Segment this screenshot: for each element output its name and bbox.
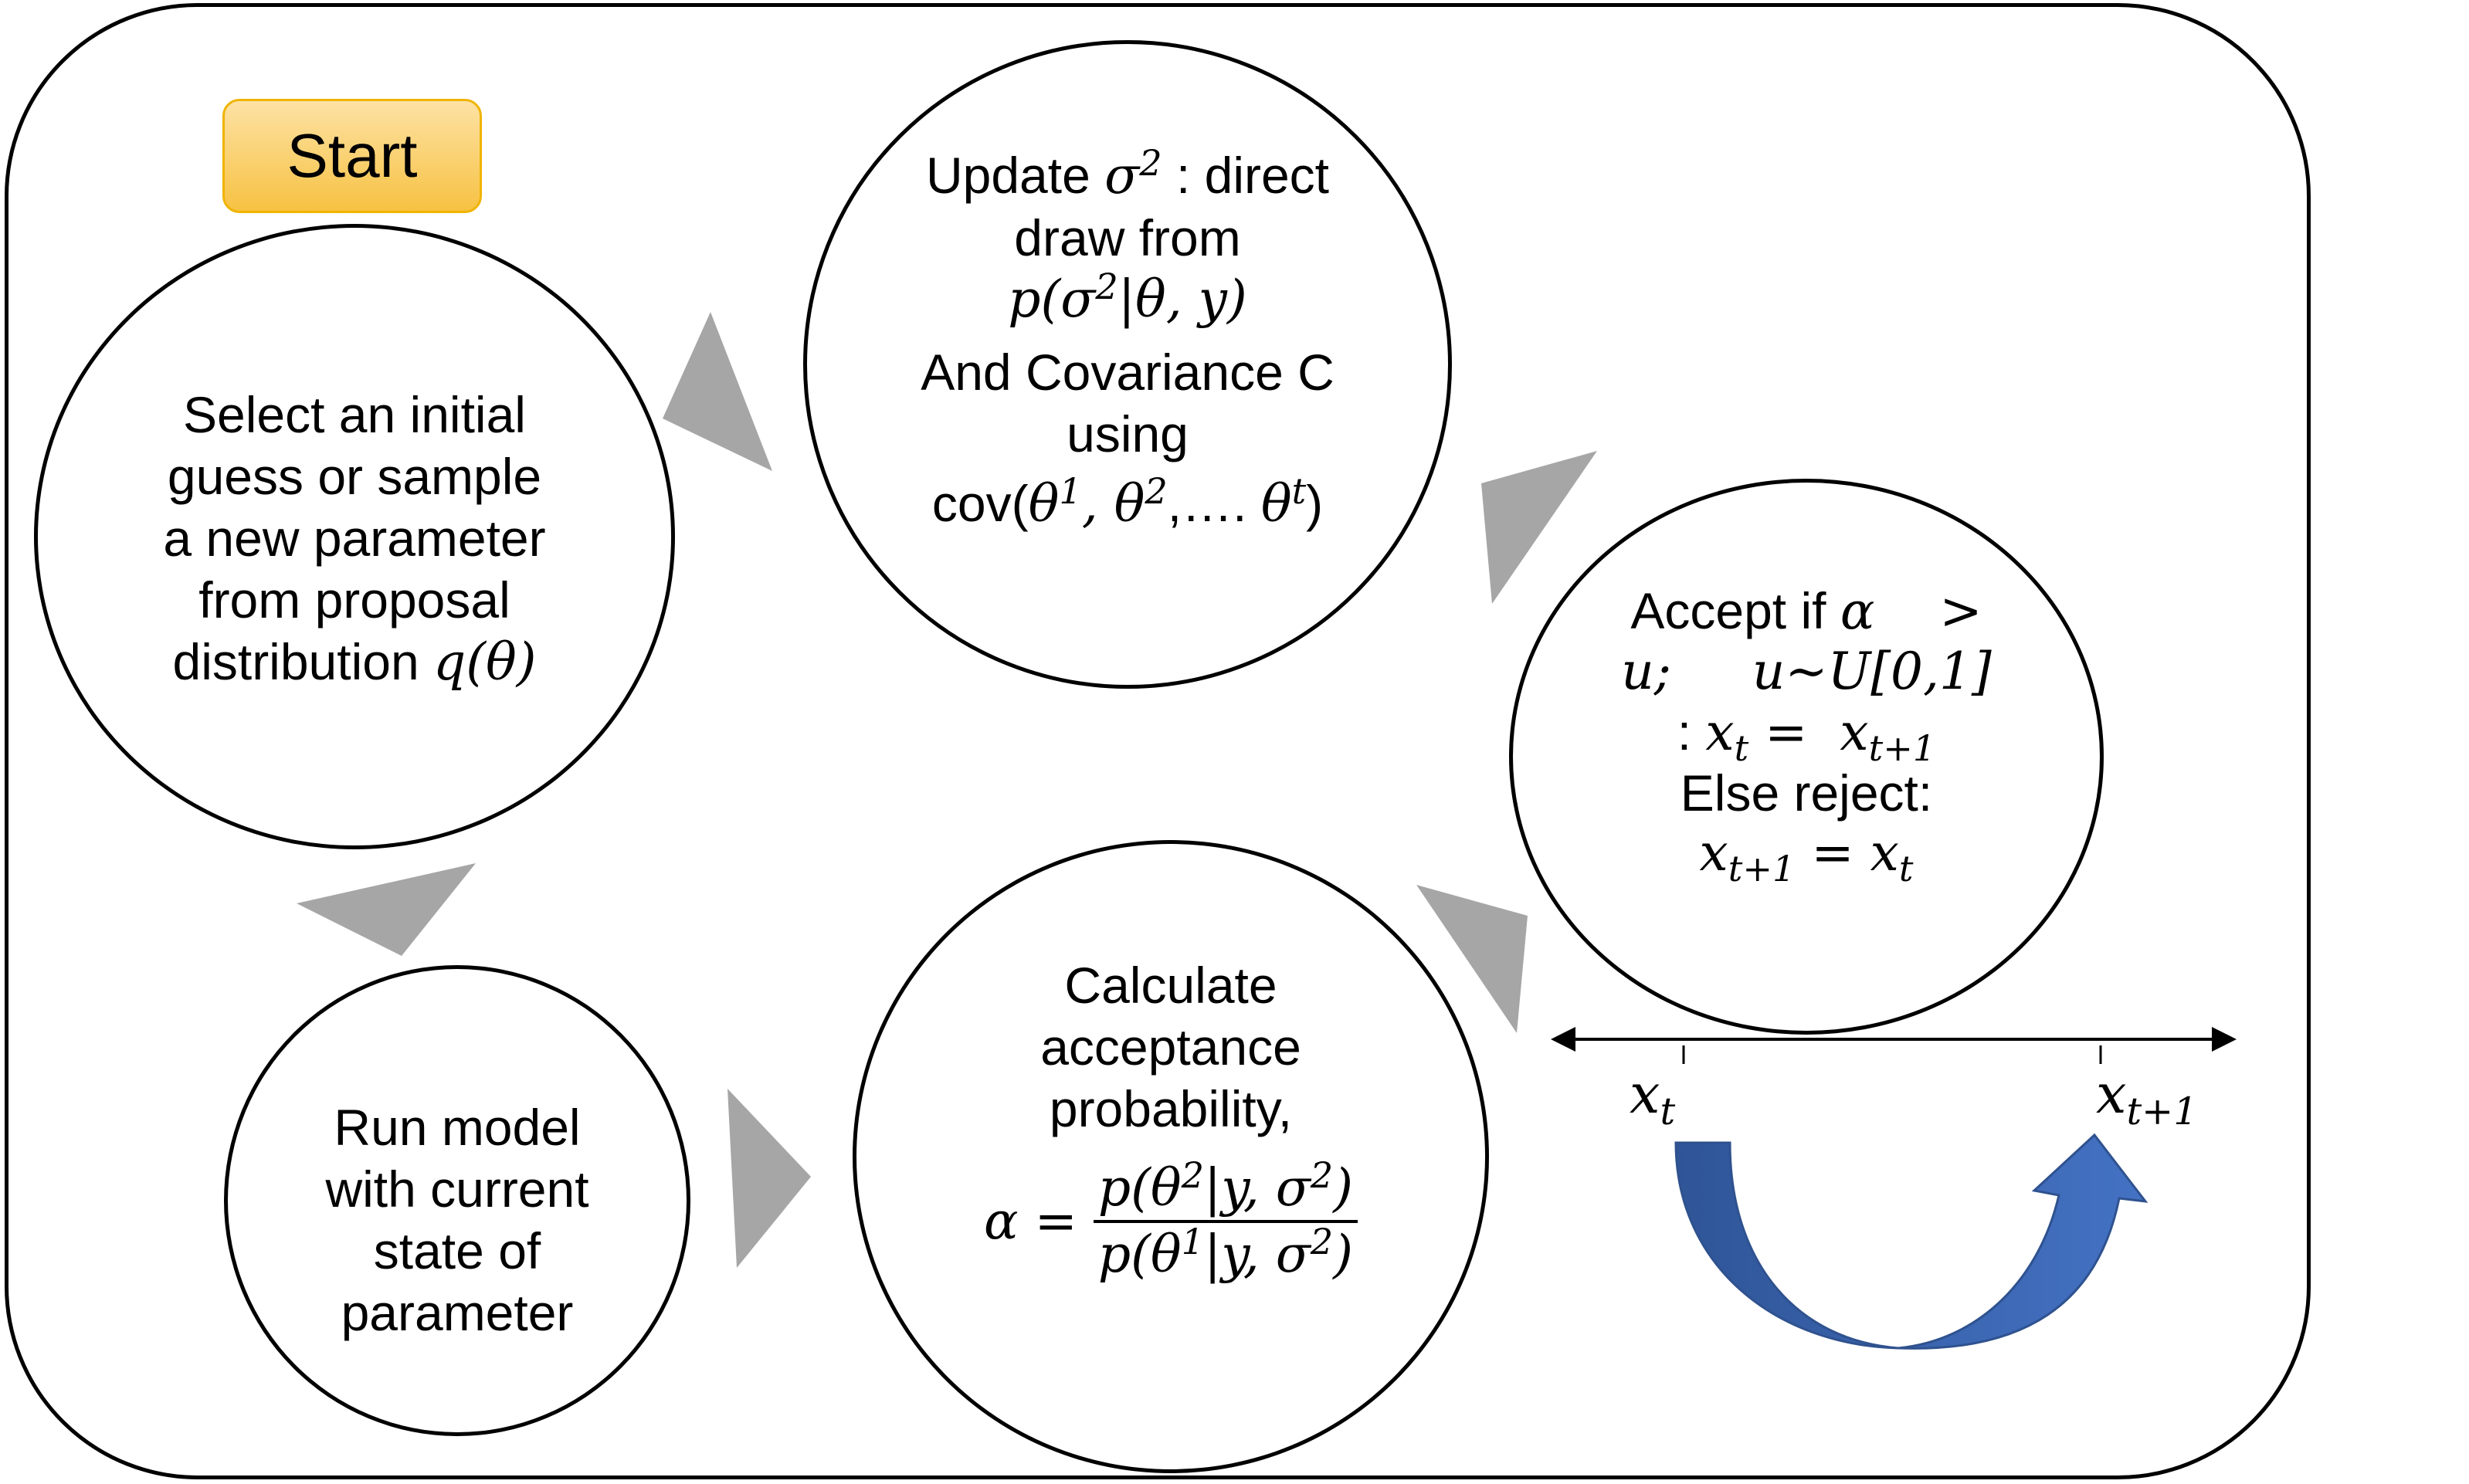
select-line-5: distribution q(θ) <box>34 631 675 693</box>
select-line-3: a new parameter <box>163 510 546 567</box>
fraction-denominator: p(θ1|y, σ2) <box>1097 1221 1353 1284</box>
calc-line-2: acceptance <box>1040 1018 1301 1076</box>
jump-arrow-icon <box>1674 1133 2149 1350</box>
accept-line-1: Accept if α > <box>1630 581 1982 641</box>
state-axis <box>1551 1027 2237 1064</box>
update-sigma-text: Update σ2 : direct draw from p(σ2|θ, y) … <box>803 144 1452 535</box>
x-t-label: xt <box>1630 1062 1676 1133</box>
run-line-4: parameter <box>341 1284 574 1341</box>
update-line-1-tail: : direct <box>1175 147 1330 204</box>
run-line-1: Run model <box>334 1099 581 1156</box>
update-sigma-circle <box>803 40 1452 689</box>
update-line-2: draw from <box>1014 209 1241 266</box>
calc-line-1: Calculate <box>1064 957 1277 1014</box>
select-line-5-text: distribution <box>172 633 419 690</box>
covariance-expression: cov(θ1, θ2,…. θt) <box>931 470 1324 534</box>
acceptance-fraction: p(θ2|y, σ2) p(θ1|y, σ2) <box>1093 1157 1358 1284</box>
fraction-numerator: p(θ2|y, σ2) <box>1093 1157 1358 1223</box>
accept-reject-circle <box>1509 479 2104 1035</box>
conditional-posterior-math: p(σ2|θ, y) <box>1008 266 1247 329</box>
calculate-acceptance-text: Calculate acceptance probability, α = p(… <box>853 954 1489 1283</box>
calc-line-3: probability, <box>1049 1080 1293 1137</box>
accept-line-3: : xt = xt+1 <box>1677 703 1936 770</box>
x-t-plus-1-label: xt+1 <box>2096 1062 2198 1133</box>
run-model-circle <box>224 965 690 1436</box>
arrowhead-run-to-select <box>297 863 476 956</box>
outer-frame <box>5 3 2311 1479</box>
start-label: Start <box>222 99 482 213</box>
update-line-4: And Covariance C <box>921 344 1335 401</box>
select-initial-guess-text: Select an initial guess or sample a new … <box>34 384 675 693</box>
sigma-squared-math: σ2 <box>1104 142 1162 205</box>
update-line-1-text: Update <box>925 147 1090 204</box>
acceptance-formula: α = p(θ2|y, σ2) p(θ1|y, σ2) <box>853 1157 1489 1284</box>
accept-reject-text: Accept if α > u; u~U[0,1] : xt = xt+1 El… <box>1509 581 2104 890</box>
select-line-1: Select an initial <box>183 386 526 443</box>
arrowhead-update-to-accept <box>1481 451 1597 604</box>
run-model-text: Run model with current state of paramete… <box>224 1096 690 1343</box>
run-line-2: with current <box>325 1160 589 1218</box>
update-line-5: using <box>1067 405 1189 462</box>
select-line-2: guess or sample <box>167 448 542 505</box>
accept-line-2: u; u~U[0,1] <box>1621 642 1992 701</box>
arrowhead-select-to-update <box>663 312 772 471</box>
select-line-4: from proposal <box>198 571 510 628</box>
update-line-1: Update σ2 : direct <box>803 144 1452 207</box>
run-line-3: state of <box>373 1222 541 1279</box>
alpha-equals: α = <box>984 1191 1077 1251</box>
arrowhead-calculate-to-run <box>727 1089 811 1268</box>
select-initial-guess-circle <box>34 224 675 849</box>
calculate-acceptance-circle <box>853 840 1489 1473</box>
proposal-distribution-math: q(θ) <box>433 632 537 692</box>
accept-line-5: xt+1 = xt <box>1699 823 1914 890</box>
arrowhead-accept-to-calculate <box>1416 885 1528 1033</box>
accept-line-4: Else reject: <box>1680 764 1933 822</box>
